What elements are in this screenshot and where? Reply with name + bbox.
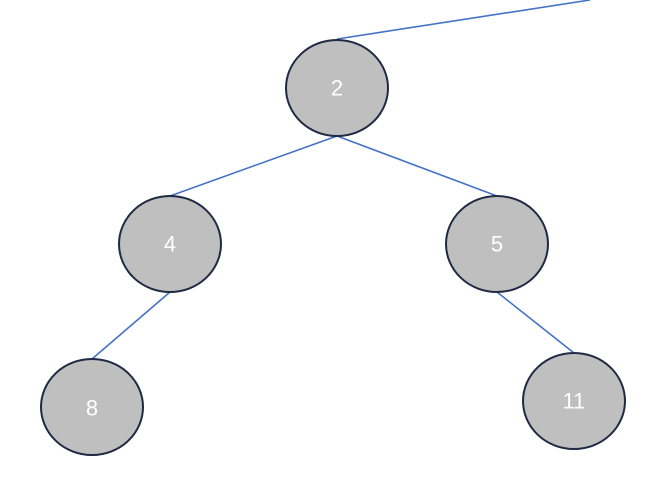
node-circle (285, 39, 389, 137)
edge-2-to-5 (336, 135, 498, 197)
edge-4-to-8 (91, 291, 171, 360)
tree-node-8: 8 (40, 358, 144, 456)
tree-node-11: 11 (522, 352, 626, 450)
edge-parent-to-2 (336, 0, 591, 40)
node-circle (522, 352, 626, 450)
node-label: 4 (164, 232, 176, 257)
node-circle (445, 195, 549, 293)
node-label: 8 (86, 396, 98, 421)
edge-2-to-4 (169, 135, 338, 197)
node-label: 11 (563, 389, 586, 414)
tree-node-4: 4 (118, 195, 222, 293)
node-label: 5 (491, 232, 503, 257)
node-circle (118, 195, 222, 293)
tree-node-2: 2 (285, 39, 389, 137)
edge-5-to-11 (496, 291, 575, 354)
node-circle (40, 358, 144, 456)
node-label: 2 (331, 76, 343, 101)
tree-node-5: 5 (445, 195, 549, 293)
